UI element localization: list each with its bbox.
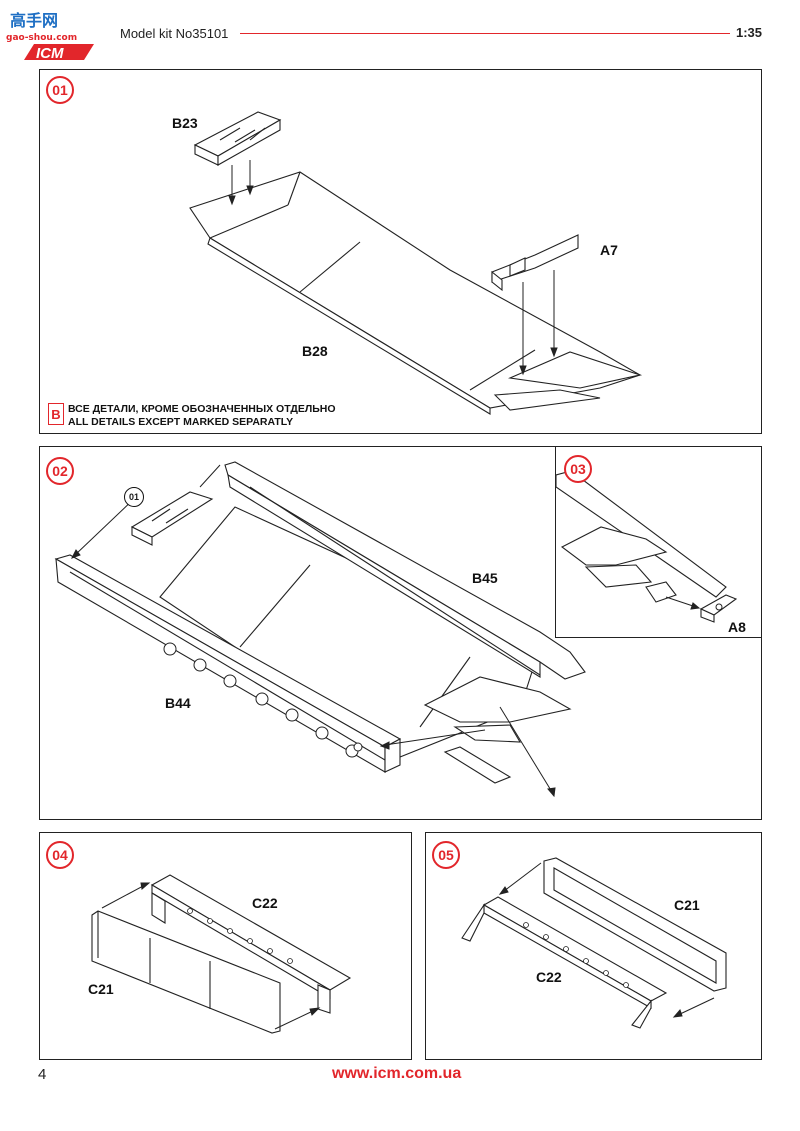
step-02-drawing: [54, 461, 586, 798]
step-04-panel: 04 C22 C21: [39, 832, 412, 1060]
part-label-b28: B28: [302, 343, 328, 359]
ref-step-01-badge: 01: [124, 487, 144, 507]
part-label-b45: B45: [472, 570, 498, 586]
sprue-note-en: ALL DETAILS EXCEPT MARKED SEPARATLY: [68, 416, 294, 428]
part-label-c22: C22: [252, 895, 278, 911]
sprue-note: ВСЕ ДЕТАЛИ, КРОМЕ ОБОЗНАЧЕННЫХ ОТДЕЛЬНО …: [68, 403, 336, 429]
step-04-badge: 04: [46, 841, 74, 869]
part-label-c21: C21: [674, 897, 700, 913]
step-05-drawing: [461, 857, 727, 1029]
part-label-b44: B44: [165, 695, 191, 711]
step-03-badge: 03: [564, 455, 592, 483]
step-01-badge: 01: [46, 76, 74, 104]
page-number: 4: [38, 1066, 47, 1083]
step-03-drawing: [556, 470, 738, 623]
header-rule: [240, 33, 730, 34]
step-04-drawing: [91, 874, 352, 1034]
sprue-note-ru: ВСЕ ДЕТАЛИ, КРОМЕ ОБОЗНАЧЕННЫХ ОТДЕЛЬНО: [68, 403, 336, 415]
brand-wordmark: ICM: [36, 45, 64, 62]
brand-logo: 高手网 gao-shou.com ICM: [4, 8, 102, 68]
part-label-b23: B23: [172, 115, 198, 131]
watermark-url: gao-shou.com: [6, 33, 77, 43]
footer-url-link[interactable]: www.icm.com.ua: [332, 1065, 462, 1082]
part-label-c22: C22: [536, 969, 562, 985]
step-01-drawing: [189, 111, 643, 415]
model-kit-title: Model kit No35101: [120, 26, 229, 41]
step-05-badge: 05: [432, 841, 460, 869]
step-02-badge: 02: [46, 457, 74, 485]
step-01-panel: 01 B23 A7 B28 B ВСЕ ДЕТАЛИ, КРОМЕ ОБОЗНА…: [39, 69, 762, 434]
step-05-panel: 05 C21 C22: [425, 832, 762, 1060]
sprue-b-icon: B: [48, 403, 64, 425]
watermark-text: 高手网: [10, 11, 58, 30]
part-label-c21: C21: [88, 981, 114, 997]
part-label-a8: A8: [728, 619, 746, 635]
part-label-a7: A7: [600, 242, 618, 258]
scale-label: 1:35: [736, 25, 763, 40]
step-03-panel: 03 A8: [555, 446, 762, 638]
